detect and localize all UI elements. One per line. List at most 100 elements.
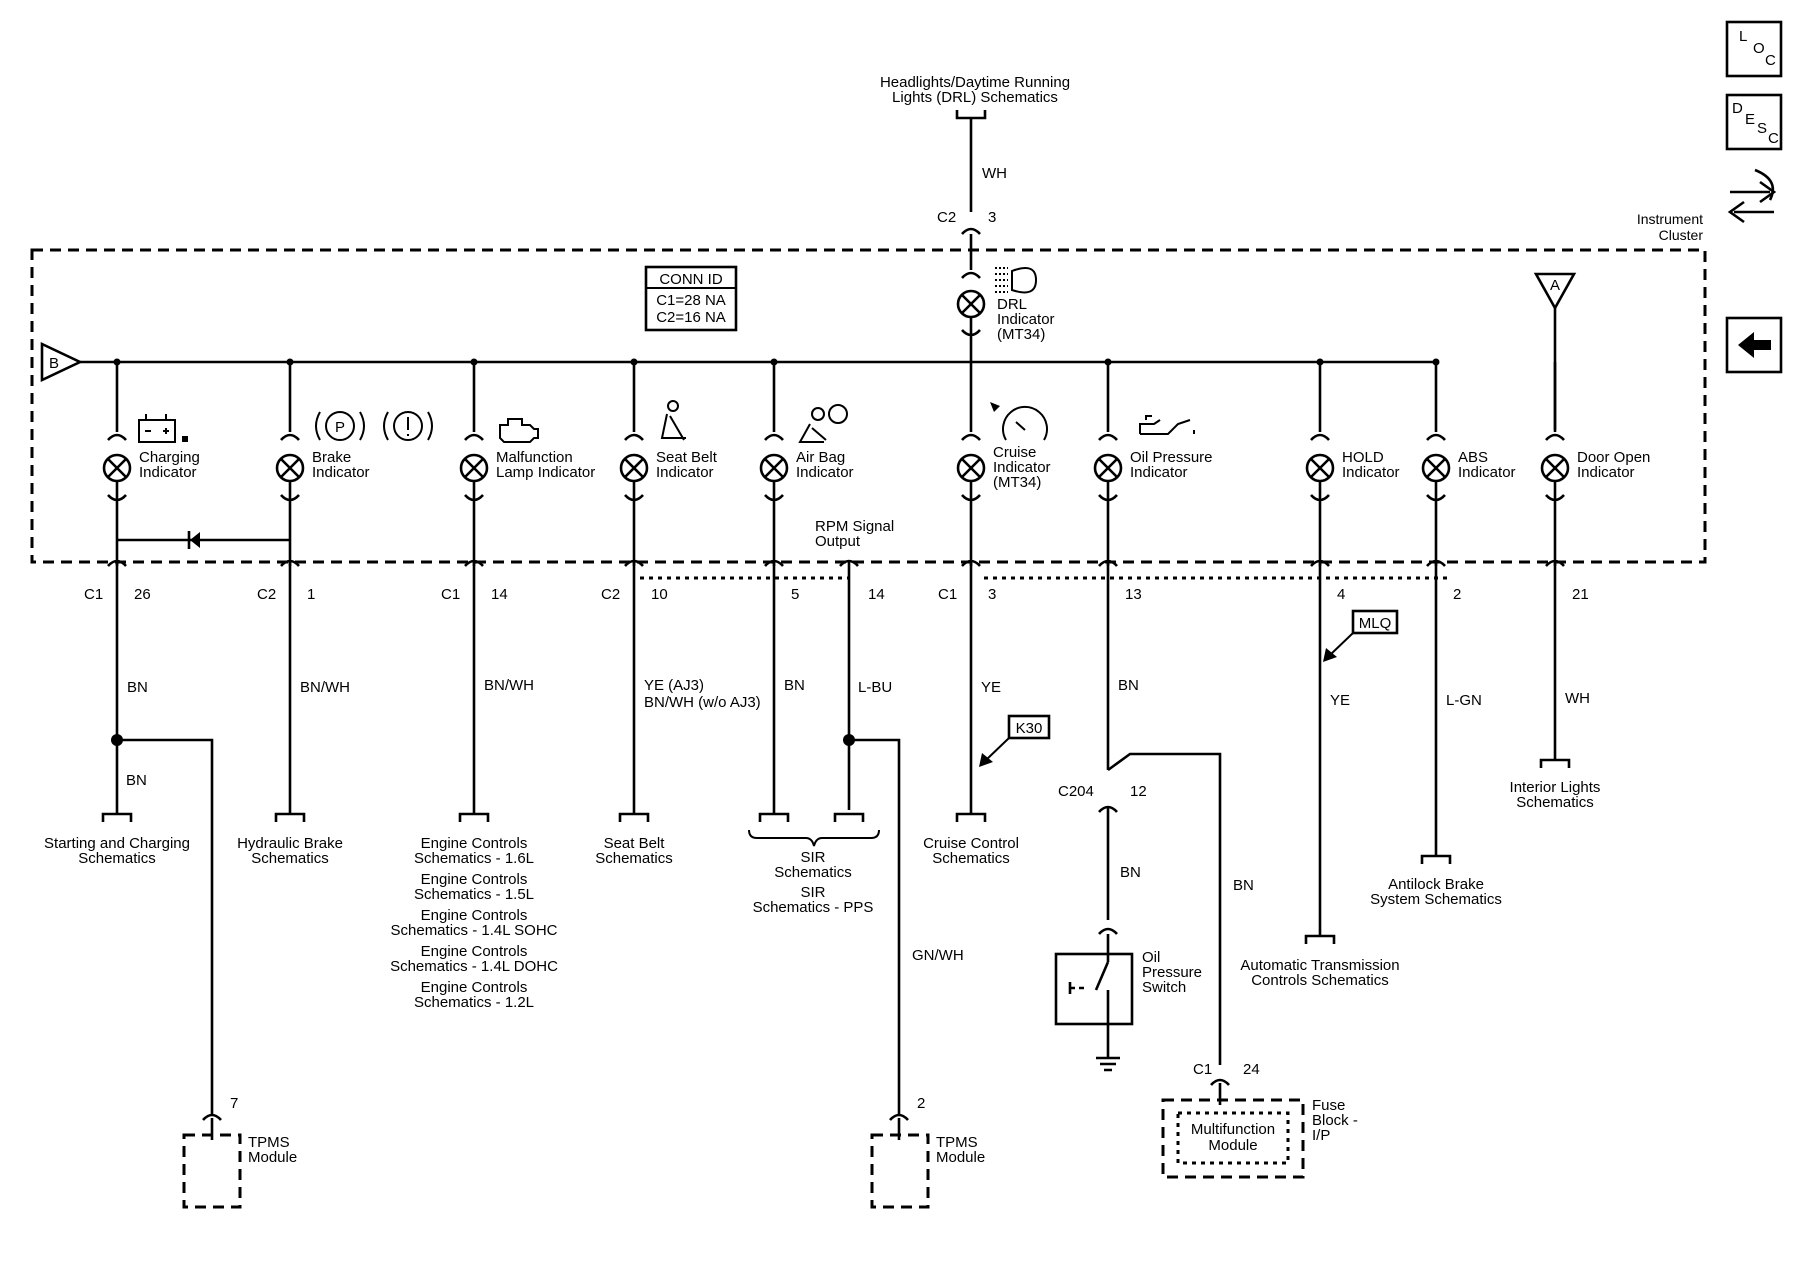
desc-d: D: [1732, 100, 1743, 117]
seat-belt-icon: [660, 400, 686, 441]
engine-dest-1-line2[interactable]: Schematics - 1.5L: [414, 886, 534, 903]
seat-belt-dest-line1[interactable]: Seat Belt: [604, 835, 666, 852]
fuse-pin: 24: [1243, 1061, 1260, 1078]
sir-line2[interactable]: Schematics: [774, 864, 852, 881]
engine-dest-4-line2[interactable]: Schematics - 1.2L: [414, 994, 534, 1011]
swap-arrows-icon[interactable]: [1727, 168, 1777, 224]
door-open-pin: 21: [1572, 586, 1589, 603]
antilock-line2[interactable]: System Schematics: [1370, 891, 1502, 908]
sir-line4[interactable]: Schematics - PPS: [753, 899, 874, 916]
back-arrow-icon[interactable]: [1725, 316, 1783, 374]
ref-b-triangle[interactable]: B: [40, 341, 84, 383]
engine-dest-0-line2[interactable]: Schematics - 1.6L: [414, 850, 534, 867]
door-open-lamp-top-socket: [1545, 433, 1565, 441]
engine-dest-4-line1[interactable]: Engine Controls: [421, 979, 528, 996]
automatic-line1[interactable]: Automatic Transmission: [1240, 957, 1399, 974]
oil-pressure-label-line1: Oil Pressure: [1130, 449, 1213, 466]
cluster-label-line1: Instrument: [1637, 211, 1703, 227]
tpms-left-pin: 7: [230, 1095, 238, 1112]
fuse-inner1: Multifunction: [1191, 1121, 1275, 1138]
instrument-cluster-boundary: [30, 248, 1707, 564]
tpms-left-line1: TPMS: [248, 1134, 290, 1151]
brake-connector: C2: [257, 586, 276, 603]
mlq-option-flag[interactable]: MLQ: [1323, 609, 1399, 662]
desc-button[interactable]: D E S C: [1725, 93, 1783, 151]
rpm-connector: [839, 559, 859, 567]
sir-bracket-1: [758, 812, 790, 822]
seat-belt-lamp-icon: [619, 453, 649, 483]
hydraulic-line1[interactable]: Hydraulic Brake: [237, 835, 343, 852]
loc-l: L: [1739, 28, 1747, 45]
headlamp-icon: [995, 267, 1038, 294]
hold-connector-symbol: [1310, 559, 1330, 567]
hold-pin: 4: [1337, 586, 1345, 603]
top-destination-line1[interactable]: Headlights/Daytime Running: [880, 74, 1070, 91]
air-bag-label-line1: Air Bag: [796, 449, 845, 466]
charging-label-line1: Charging: [139, 449, 200, 466]
c204-wire-low: BN: [1120, 864, 1141, 881]
engine-dest-2-line1[interactable]: Engine Controls: [421, 907, 528, 924]
starting-line2[interactable]: Schematics: [78, 850, 156, 867]
cruise-dest-line2[interactable]: Schematics: [932, 850, 1010, 867]
drl-lamp-top-socket: [961, 271, 981, 279]
cruise-dest-line1[interactable]: Cruise Control: [923, 835, 1019, 852]
desc-s: S: [1757, 120, 1767, 137]
hold-label-line1: HOLD: [1342, 449, 1384, 466]
charging-wire-color: BN: [127, 679, 148, 696]
sir-line1[interactable]: SIR: [800, 849, 825, 866]
ref-a-triangle[interactable]: A: [1533, 272, 1577, 311]
brake-label-line1: Brake: [312, 449, 351, 466]
c204-pin: 12: [1130, 783, 1147, 800]
engine-dest-3-line1[interactable]: Engine Controls: [421, 943, 528, 960]
interior-line1[interactable]: Interior Lights: [1510, 779, 1601, 796]
cruise-lamp-icon: [956, 453, 986, 483]
engine-dest-1-line1[interactable]: Engine Controls: [421, 871, 528, 888]
engine-dest-2-line2[interactable]: Schematics - 1.4L SOHC: [391, 922, 558, 939]
seat-belt-dest-line2[interactable]: Schematics: [595, 850, 673, 867]
loc-button[interactable]: L O C: [1725, 20, 1783, 78]
engine-dest-0-line1[interactable]: Engine Controls: [421, 835, 528, 852]
charging-lamp-icon: [102, 453, 132, 483]
conn-id-title: CONN ID: [659, 271, 723, 288]
seat-belt-bracket: [618, 812, 650, 822]
fuse-connector-symbol: [1210, 1078, 1230, 1086]
sir-line3[interactable]: SIR: [800, 884, 825, 901]
tpms-module-left: [182, 1113, 242, 1209]
top-destination-line2[interactable]: Lights (DRL) Schematics: [892, 89, 1058, 106]
top-destination-bracket: [955, 110, 987, 120]
oil-pressure-lamp-icon: [1093, 453, 1123, 483]
k30-option-flag[interactable]: K30: [979, 714, 1051, 767]
starting-line1[interactable]: Starting and Charging: [44, 835, 190, 852]
air-bag-connector-symbol: [764, 559, 784, 567]
oil-switch-line1: Oil: [1142, 949, 1160, 966]
drl-connector-symbol: [961, 227, 981, 235]
conn-id-box: CONN ID C1=28 NA C2=16 NA: [644, 265, 738, 332]
air-bag-lamp-top-socket: [764, 433, 784, 441]
abs-label-line1: ABS: [1458, 449, 1488, 466]
malfunction-connector: C1: [441, 586, 460, 603]
oil-pressure-connector-symbol: [1098, 559, 1118, 567]
automatic-line2[interactable]: Controls Schematics: [1251, 972, 1389, 989]
malfunction-lamp-top-socket: [464, 433, 484, 441]
charging-label-line2: Indicator: [139, 464, 197, 481]
c204-label: C204: [1058, 783, 1094, 800]
drl-label-line3: (MT34): [997, 326, 1045, 343]
malfunction-label-line1: Malfunction: [496, 449, 573, 466]
hydraulic-line2[interactable]: Schematics: [251, 850, 329, 867]
interior-line2[interactable]: Schematics: [1516, 794, 1594, 811]
antilock-line1[interactable]: Antilock Brake: [1388, 876, 1484, 893]
charging-tpms-wire: [117, 738, 214, 1115]
malfunction-pin: 14: [491, 586, 508, 603]
engine-dest-3-line2[interactable]: Schematics - 1.4L DOHC: [390, 958, 558, 975]
rpm-label-line2: Output: [815, 533, 861, 550]
battery-icon: [138, 414, 188, 443]
tpms-right-pin: 2: [917, 1095, 925, 1112]
malfunction-label-line2: Lamp Indicator: [496, 464, 595, 481]
